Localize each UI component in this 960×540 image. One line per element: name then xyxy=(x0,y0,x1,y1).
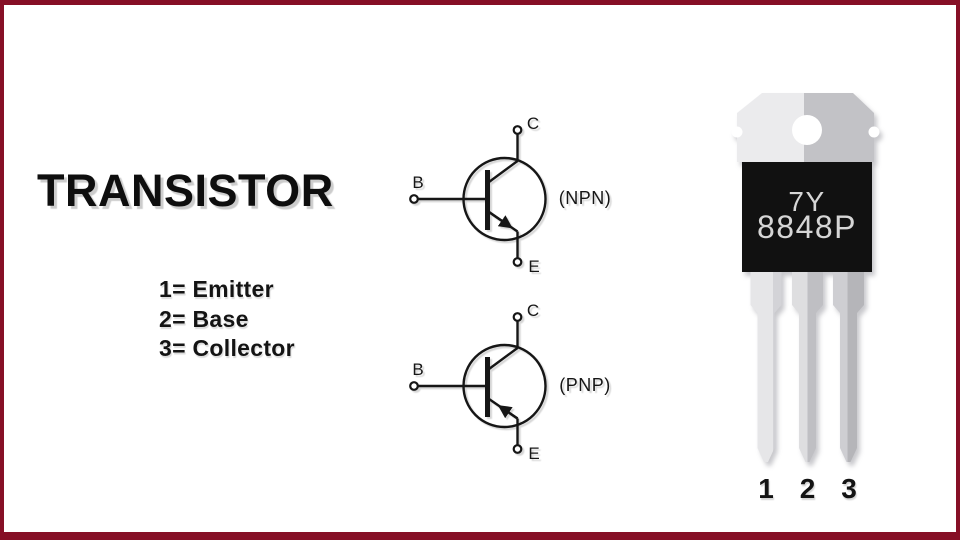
pin-number-1: 1 xyxy=(758,473,774,504)
tab-notch-right xyxy=(868,126,880,138)
legend-item-emitter: 1= Emitter xyxy=(159,276,274,302)
pnp-transistor-symbol: B C E (PNP) xyxy=(409,301,611,463)
transistor-package: 7Y 8848P xyxy=(731,93,880,462)
pin-legend: 1= Emitter 2= Base 3= Collector xyxy=(159,275,295,364)
package-metal-tab xyxy=(737,93,874,162)
npn-emitter-diagonal xyxy=(488,211,519,233)
package-marking-line2: 8848P xyxy=(757,209,857,245)
pin-number-3: 3 xyxy=(841,473,857,504)
pnp-base-terminal xyxy=(409,381,419,391)
mounting-hole xyxy=(792,115,822,145)
pnp-type-label: (PNP) xyxy=(559,375,611,395)
legend-item-base: 2= Base xyxy=(159,305,249,332)
npn-circle xyxy=(462,156,547,242)
tab-notch-left xyxy=(731,126,743,138)
pnp-emitter-diagonal xyxy=(488,398,519,420)
npn-collector-label: C xyxy=(527,114,539,133)
package-body xyxy=(742,162,872,272)
npn-collector-diagonal xyxy=(488,160,519,183)
npn-base-terminal xyxy=(409,194,419,204)
pnp-emitter-terminal xyxy=(512,444,523,454)
npn-collector-terminal xyxy=(512,125,523,135)
package-marking-line1: 7Y xyxy=(788,186,825,217)
package-leg-2 xyxy=(792,272,823,462)
pnp-circle xyxy=(462,343,547,429)
pnp-base-label: B xyxy=(412,360,423,379)
frame-border-bottom xyxy=(0,532,960,540)
npn-emitter-terminal xyxy=(512,257,523,267)
pin-number-2: 2 xyxy=(800,473,816,504)
pin-numbers: 1 2 3 xyxy=(758,473,857,504)
frame-border-left xyxy=(0,0,4,540)
npn-type-label: (NPN) xyxy=(559,188,612,208)
frame-border-right xyxy=(956,0,960,540)
npn-base-label: B xyxy=(412,173,423,192)
pnp-collector-diagonal xyxy=(488,347,519,370)
npn-emitter-arrow xyxy=(488,211,513,229)
legend-item-collector: 3= Collector xyxy=(159,335,295,361)
pnp-emitter-label: E xyxy=(528,444,539,463)
npn-transistor-symbol: B C E (NPN) xyxy=(409,114,612,276)
npn-emitter-label: E xyxy=(528,257,539,276)
package-leg-1 xyxy=(750,272,782,462)
pnp-collector-label: C xyxy=(527,301,539,320)
frame-border-top xyxy=(0,0,960,5)
pnp-emitter-arrow xyxy=(497,405,519,420)
package-leg-3 xyxy=(833,272,864,462)
page-title: TRANSISTOR xyxy=(37,165,334,216)
pnp-collector-terminal xyxy=(512,312,523,322)
